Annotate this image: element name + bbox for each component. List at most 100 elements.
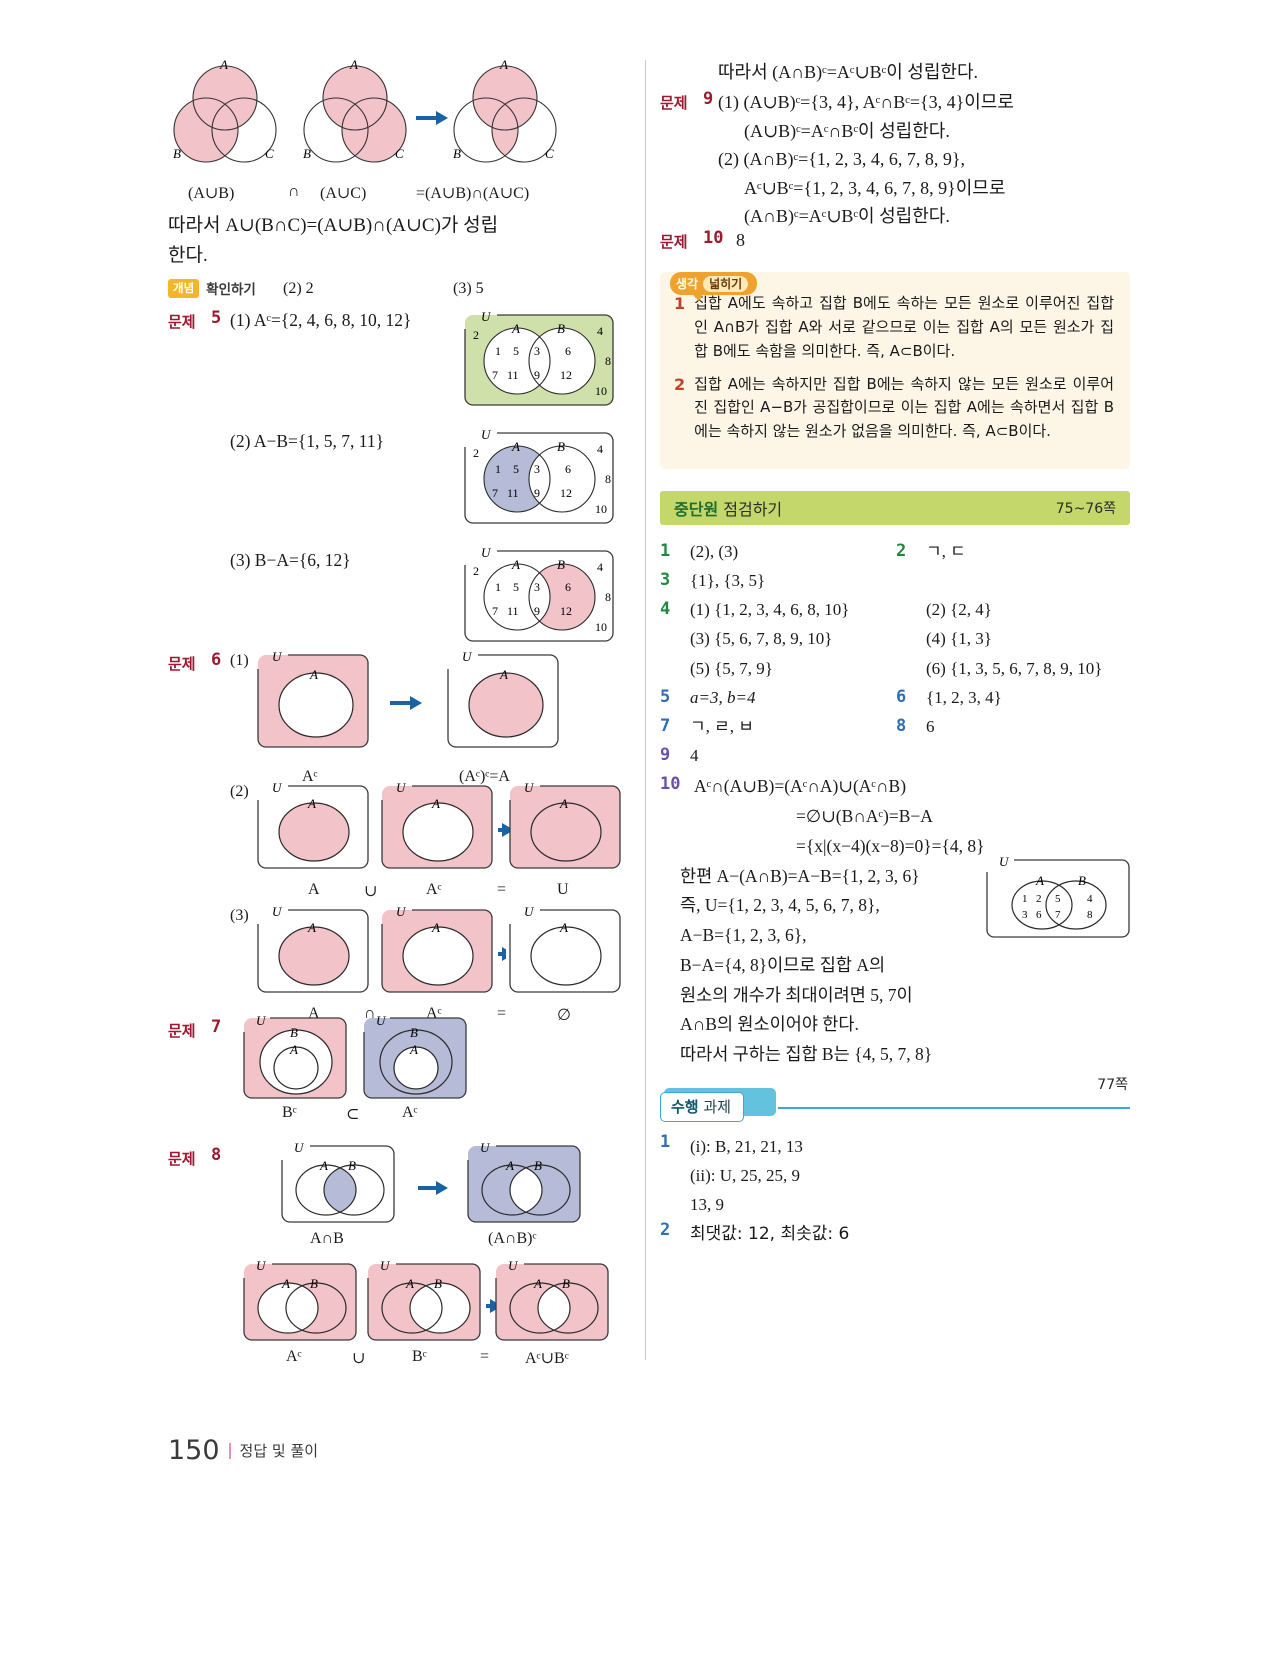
problem-9-line-2: (A∪B)ᶜ=Aᶜ∩Bᶜ이 성립한다.: [744, 120, 950, 141]
problem-7-block: 문제 7 U B A: [168, 1010, 623, 1128]
task-answers: 1 (i): B, 21, 21, 13 (ii): U, 25, 25, 9 …: [660, 1132, 1130, 1249]
problem-7-label: 문제: [168, 1022, 196, 1041]
svg-text:8: 8: [605, 590, 611, 604]
svg-text:5: 5: [1055, 893, 1061, 905]
svg-text:B: B: [173, 146, 181, 161]
top-triple-venn-figure: A B C A B C: [168, 57, 623, 183]
problem-7-caption-bc: Bᶜ: [282, 1104, 297, 1122]
svg-text:A: A: [499, 667, 508, 682]
answer-text-1: (2), (3): [690, 541, 739, 561]
answer-number-8: 8: [896, 715, 907, 736]
task-header: 77쪽 수행 과제: [660, 1077, 1130, 1124]
q10-venn-figure: U A B 1 2 3 6 5 7 4 8: [982, 850, 1134, 947]
task-item: 1 (i): B, 21, 21, 13 (ii): U, 25, 25, 9 …: [660, 1132, 1130, 1220]
svg-text:A: A: [533, 1276, 542, 1291]
svg-text:A: A: [281, 1276, 290, 1291]
problem-8-caption-1a: A∩B: [310, 1230, 344, 1248]
concept-badge: 개념: [168, 278, 200, 298]
svg-text:B: B: [310, 1276, 318, 1291]
svg-text:B: B: [410, 1025, 418, 1040]
svg-text:A: A: [289, 1042, 298, 1057]
midcheck-title-bold: 중단원: [674, 499, 719, 519]
svg-text:A: A: [511, 439, 520, 454]
problem-10-answer: 8: [736, 230, 745, 251]
problem-5-venn-3: U A B 2 4 8 10 1 5 7 11 3 9 6 12: [459, 539, 619, 654]
svg-text:6: 6: [565, 462, 571, 476]
task-1-line-2: (ii): U, 25, 25, 9: [690, 1166, 801, 1186]
svg-text:A: A: [349, 58, 358, 72]
answer-row: 4 (1) {1, 2, 3, 4, 6, 8, 10} (2) {2, 4} …: [660, 595, 1130, 683]
answer-number-1: 1: [660, 540, 671, 561]
problem-6-index-3: (3): [230, 907, 249, 925]
problem-9-line-5: (A∩B)ᶜ=Aᶜ∪Bᶜ이 성립한다.: [744, 206, 950, 227]
task-1-line-3: 13, 9: [690, 1195, 724, 1215]
midcheck-q10-block: 10 Aᶜ∩(A∪B)=(Aᶜ∩A)∪(Aᶜ∩B) =∅∪(B∩Aᶜ)=B−A …: [660, 772, 1130, 1070]
svg-text:U: U: [376, 1013, 387, 1028]
midcheck-title-rest: 점검하기: [718, 499, 783, 519]
problem-5-answer-2: (2) A−B={1, 5, 7, 11}: [230, 431, 385, 452]
problem-5-number: 5: [211, 308, 222, 329]
problem-6-block: 문제 6 (1) U A: [168, 645, 626, 1024]
svg-text:A: A: [511, 557, 520, 572]
answer-text-5: a=3, b=4: [690, 687, 756, 707]
think-item-text: 집합 A에도 속하고 집합 B에도 속하는 모든 원소로 이루어진 집합인 A∩…: [694, 294, 1114, 360]
answer-text-6: {1, 2, 3, 4}: [926, 687, 1002, 707]
problem-8-number: 8: [211, 1145, 222, 1166]
svg-text:12: 12: [560, 486, 572, 500]
svg-text:4: 4: [1087, 893, 1093, 905]
svg-text:2: 2: [473, 564, 479, 578]
svg-text:A: A: [219, 58, 228, 72]
problem-5-answer-3: (3) B−A={6, 12}: [230, 550, 351, 571]
svg-text:9: 9: [534, 486, 540, 500]
svg-text:2: 2: [1036, 893, 1042, 905]
problem-6-caption-2c: U: [557, 881, 569, 899]
think-tab-right: 넓히기: [703, 275, 749, 292]
think-item-number: 1: [674, 294, 686, 314]
svg-text:3: 3: [1022, 909, 1028, 921]
problem-7-op-subset: ⊂: [346, 1106, 360, 1124]
q10-line-7: B−A={4, 8}이므로 집합 A의: [680, 954, 886, 975]
svg-text:4: 4: [597, 442, 603, 456]
svg-text:U: U: [524, 780, 535, 795]
task-tab-bold: 수행: [671, 1097, 699, 1116]
problem-6-op-2a: ∪: [364, 883, 378, 901]
conclusion-line-1: 따라서 A∪(B∩C)=(A∪B)∩(A∪C)가 성립: [168, 215, 499, 236]
svg-text:U: U: [481, 427, 492, 442]
svg-text:U: U: [481, 309, 492, 324]
concept-answer-2: (2) 2: [283, 280, 314, 298]
answer-4-sub-6: (6) {1, 3, 5, 6, 7, 8, 9, 10}: [926, 658, 1103, 678]
left-column: A B C A B C: [168, 57, 626, 1386]
task-rule: [778, 1106, 1130, 1109]
concept-check-row: 개념 확인하기 (2) 2 (3) 5: [168, 278, 623, 302]
answer-number-6: 6: [896, 686, 907, 707]
answer-number-9: 9: [660, 745, 671, 766]
problem-10-number: 10: [703, 228, 724, 249]
svg-text:11: 11: [507, 486, 519, 500]
svg-text:12: 12: [560, 604, 572, 618]
q10-line-3: ={x|(x−4)(x−8)=0}={4, 8}: [796, 835, 985, 856]
svg-text:A: A: [505, 1158, 514, 1173]
svg-text:A: A: [431, 920, 440, 935]
svg-text:A: A: [1035, 873, 1044, 888]
svg-text:U: U: [396, 780, 407, 795]
svg-text:A: A: [307, 796, 316, 811]
svg-text:2: 2: [473, 446, 479, 460]
problem-5-venn-2: U A B 2 4 8 10 1 5 7 11 3 9 6 12: [459, 421, 619, 536]
q10-line-1: Aᶜ∩(A∪B)=(Aᶜ∩A)∪(Aᶜ∩B): [694, 776, 907, 797]
problem-8-op-2a: ∪: [352, 1350, 366, 1368]
svg-text:U: U: [256, 1013, 267, 1028]
svg-text:10: 10: [595, 502, 607, 516]
svg-text:1: 1: [495, 580, 501, 594]
think-further-body: 1 집합 A에도 속하고 집합 B에도 속하는 모든 원소로 이루어진 집합인 …: [660, 272, 1130, 469]
problem-8-block: 문제 8 U: [168, 1136, 623, 1386]
task-page: 77쪽: [1097, 1076, 1128, 1093]
answer-row: 7 ㄱ, ㄹ, ㅂ 8 6: [660, 712, 1130, 741]
answer-number-3: 3: [660, 569, 671, 590]
svg-text:U: U: [256, 1258, 267, 1273]
problem-9-block: 문제 9 (1) (A∪B)ᶜ={3, 4}, Aᶜ∩Bᶜ={3, 4}이므로 …: [660, 88, 1130, 228]
task-tab: 수행 과제: [660, 1091, 744, 1122]
q10-line-10: 따라서 구하는 집합 B는 {4, 5, 7, 8}: [680, 1044, 933, 1065]
svg-text:B: B: [534, 1158, 542, 1173]
svg-text:U: U: [524, 904, 535, 919]
concept-answer-3: (3) 5: [453, 280, 484, 298]
